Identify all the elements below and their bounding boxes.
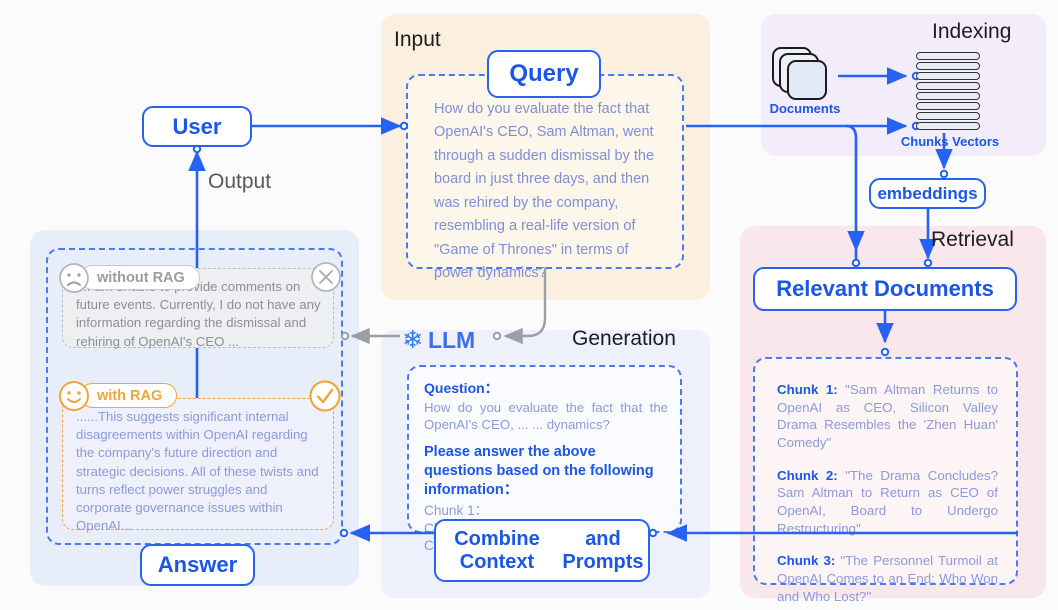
with-rag-card: ......This suggests significant internal… xyxy=(62,398,334,533)
retrieved-chunk: Chunk 2: "The Drama Concludes? Sam Altma… xyxy=(777,467,998,538)
incorrect-x-icon xyxy=(310,261,342,298)
panel-title-indexing: Indexing xyxy=(932,20,1012,43)
prompt-chunk-slot: Chunk 1： xyxy=(424,503,489,519)
query-text: How do you evaluate the fact that OpenAI… xyxy=(434,101,655,282)
with-rag-tag: with RAG xyxy=(80,383,178,408)
llm-label: LLM xyxy=(427,327,476,353)
document-sheet-front xyxy=(787,60,827,100)
chunk-vector-bar xyxy=(916,92,980,100)
snowflake-icon: ❄ xyxy=(402,326,423,354)
query-text-container: How do you evaluate the fact that OpenAI… xyxy=(406,74,684,281)
retrieved-chunks-container: Chunk 1: "Sam Altman Returns to OpenAI a… xyxy=(753,357,1018,604)
embeddings-node[interactable]: embeddings xyxy=(869,178,986,209)
happy-face-icon xyxy=(58,380,90,417)
query-node[interactable]: Query xyxy=(487,50,601,98)
relevant-documents-node[interactable]: Relevant Documents xyxy=(753,267,1017,311)
documents-icon xyxy=(772,47,836,105)
question-body: How do you evaluate the fact that the Op… xyxy=(424,400,668,433)
chunk-vector-bar xyxy=(916,102,980,110)
correct-check-icon xyxy=(308,379,342,418)
retrieved-chunk-text: "Sam Altman Returns to OpenAI as CEO, Si… xyxy=(777,382,998,451)
prompt-instruction: Please answer the above questions based … xyxy=(424,443,654,498)
without-rag-tag: without RAG xyxy=(80,265,200,290)
documents-label: Documents xyxy=(769,101,841,116)
panel-title-retrieval: Retrieval xyxy=(931,228,1014,251)
retrieved-chunk-key: Chunk 1: xyxy=(777,382,838,397)
combine-line-2: and Prompts xyxy=(562,527,644,573)
panel-title-input: Input xyxy=(394,28,441,51)
chunk-vector-bar xyxy=(916,62,980,70)
retrieved-chunk: Chunk 1: "Sam Altman Returns to OpenAI a… xyxy=(777,381,998,452)
chunk-vector-bar xyxy=(916,122,980,130)
chunks-vectors-icon xyxy=(916,52,980,133)
with-rag-text: ......This suggests significant internal… xyxy=(76,409,319,534)
chunk-vector-bar xyxy=(916,112,980,120)
chunks-vectors-label: Chunks Vectors xyxy=(900,134,1000,149)
sad-face-icon xyxy=(58,262,90,299)
retrieved-chunk: Chunk 3: "The Personnel Turmoil at OpenA… xyxy=(777,552,998,605)
retrieved-chunk-text: "The Personnel Turmoil at OpenAI Comes t… xyxy=(777,553,998,604)
prompt-template-container: Question： How do you evaluate the fact t… xyxy=(407,365,682,553)
user-node[interactable]: User xyxy=(142,106,252,147)
llm-node[interactable]: ❄ LLM xyxy=(402,327,475,354)
retrieved-chunk-key: Chunk 3: xyxy=(777,553,836,569)
panel-title-generation: Generation xyxy=(572,327,676,350)
chunk-vector-bar xyxy=(916,52,980,60)
chunk-vector-bar xyxy=(916,82,980,90)
retrieved-chunk-text: "The Drama Concludes? Sam Altman to Retu… xyxy=(777,467,998,536)
answer-node[interactable]: Answer xyxy=(140,544,255,586)
chunk-vector-bar xyxy=(916,72,980,80)
output-label: Output xyxy=(208,170,272,193)
combine-context-and-prompts-node[interactable]: Combine Context and Prompts xyxy=(434,519,650,582)
question-label: Question： xyxy=(424,380,499,396)
combine-line-1: Combine Context xyxy=(454,527,540,573)
retrieved-chunk-key: Chunk 2: xyxy=(777,467,838,483)
